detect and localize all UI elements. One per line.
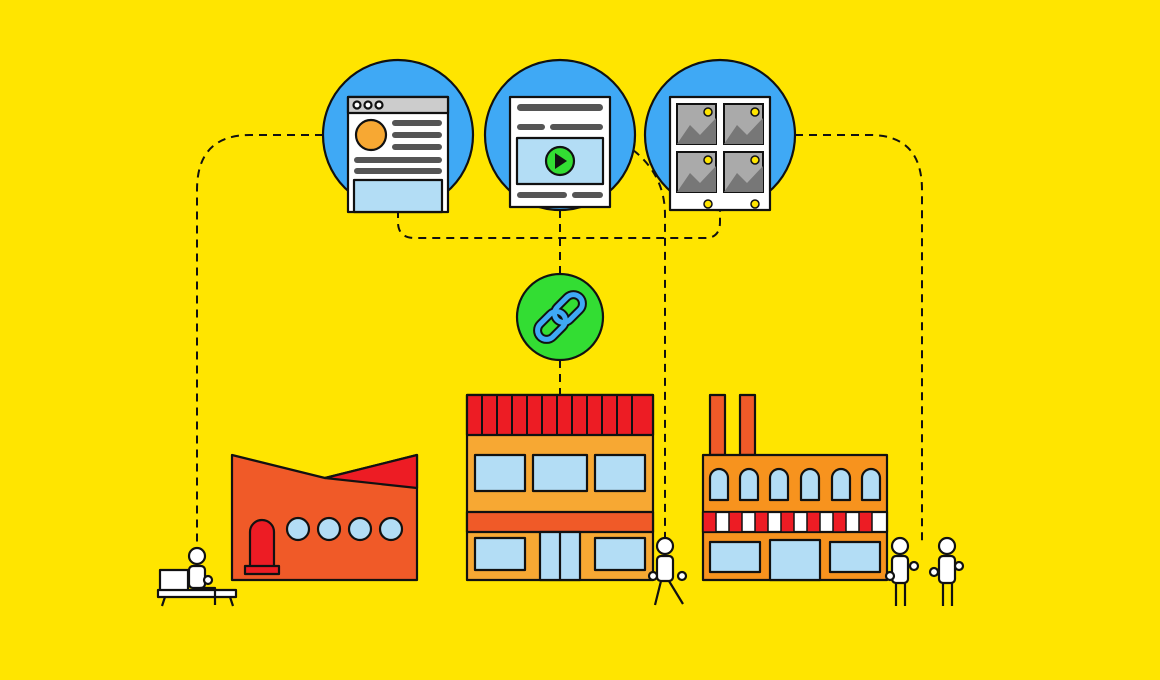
- dashed-connectors: [196, 134, 923, 548]
- bench: [156, 568, 238, 607]
- person-walking: [647, 536, 688, 606]
- left-building: [230, 453, 419, 582]
- person-standing: [928, 536, 965, 606]
- middle-building: [465, 393, 655, 582]
- image-gallery-icon: [643, 58, 797, 212]
- right-factory: [701, 393, 889, 582]
- person-sitting: [187, 546, 217, 605]
- person-with-phone: [884, 536, 920, 606]
- webpage-article-icon: [321, 58, 475, 214]
- webpage-video-icon: [483, 58, 637, 212]
- chain-link-icon: [515, 272, 605, 362]
